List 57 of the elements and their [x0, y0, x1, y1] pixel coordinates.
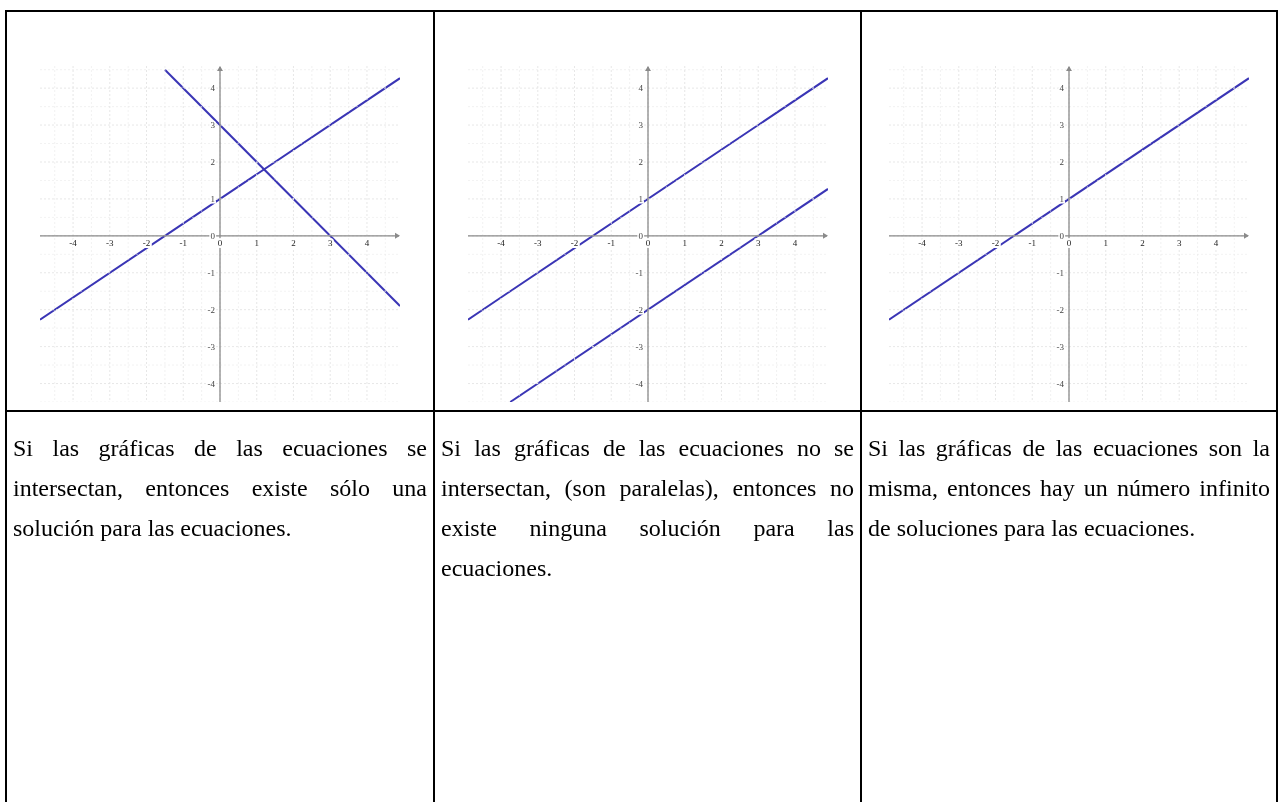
tick-label: -3: [955, 237, 963, 248]
tick-label: -1: [1056, 267, 1064, 278]
tick-label: -1: [635, 267, 643, 278]
tick-label: 4: [792, 237, 797, 248]
tick-label: -4: [69, 237, 77, 248]
tick-label: 1: [254, 237, 259, 248]
tick-label: -3: [207, 341, 215, 352]
tick-label: -1: [179, 237, 187, 248]
tick-label: 1: [1103, 237, 1108, 248]
tick-label: 4: [638, 83, 643, 94]
tick-label: 1: [210, 193, 215, 204]
tick-label: -1: [207, 267, 215, 278]
tick-label: 2: [638, 157, 643, 167]
tick-label: 2: [1059, 157, 1064, 167]
tick-label: -4: [635, 378, 643, 389]
tick-label: 2: [291, 237, 296, 248]
tick-label: -2: [207, 304, 215, 315]
tick-label: -4: [1056, 378, 1064, 389]
description-text: Si las gráficas de las ecuaciones son la misma, entonces hay un número infinito de soluciones para las ecuaciones.: [868, 434, 1270, 543]
tick-label: 0: [217, 237, 223, 248]
tick-label: 4: [1059, 83, 1064, 94]
tick-label: 3: [638, 120, 643, 131]
tick-label: -3: [635, 341, 643, 352]
tick-label: 0: [1066, 237, 1072, 248]
tick-label: 3: [210, 120, 215, 131]
tick-label: 0: [638, 230, 643, 241]
tick-label: 4: [210, 83, 215, 94]
tick-label: -4: [496, 237, 505, 248]
tick-label: 4: [1213, 237, 1219, 248]
tick-label: -2: [1056, 304, 1064, 315]
description-text: Si las gráficas de las ecuaciones se intersectan, entonces existe sólo una solución para las ecuaciones.: [13, 434, 427, 543]
tick-label: 3: [327, 237, 333, 248]
tick-label: 0: [1059, 230, 1064, 241]
tick-label: 3: [1059, 120, 1064, 131]
tick-label: 2: [718, 237, 724, 248]
tick-label: -1: [1028, 237, 1036, 248]
tick-label: 2: [210, 157, 215, 167]
tick-label: -3: [1056, 341, 1064, 352]
tick-label: -1: [607, 237, 615, 248]
tick-label: -3: [533, 237, 542, 248]
tick-label: 3: [1176, 237, 1182, 248]
tick-label: -2: [635, 304, 643, 315]
tick-label: -4: [207, 378, 215, 389]
tick-label: -2: [991, 237, 1000, 248]
tick-label: 4: [364, 237, 370, 248]
tick-label: 0: [210, 230, 215, 241]
tick-label: -2: [142, 237, 151, 248]
tick-label: -4: [918, 237, 926, 248]
tick-label: -2: [570, 237, 578, 248]
tick-label: 2: [1140, 237, 1145, 248]
tick-label: 1: [682, 237, 687, 248]
tick-label: 1: [1059, 193, 1064, 204]
tick-label: 1: [638, 193, 643, 204]
tick-label: -3: [106, 237, 114, 248]
tick-label: 0: [645, 237, 650, 248]
description-text: Si las gráficas de las ecuaciones no se intersectan, (son paralelas), entonces no existe ninguna solución para las ecuaciones.: [441, 434, 854, 583]
tick-label: 3: [755, 237, 760, 248]
